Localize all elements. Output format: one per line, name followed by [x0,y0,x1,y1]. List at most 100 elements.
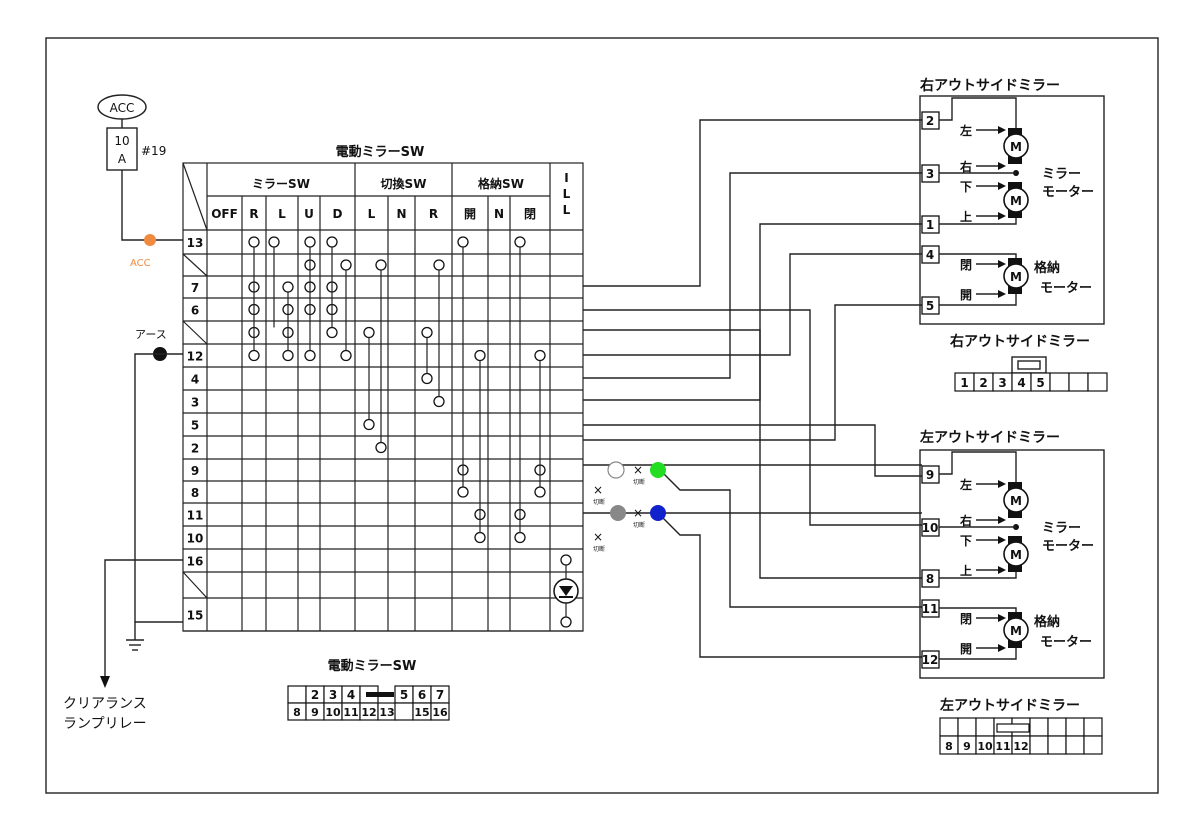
acc-label: ACC [110,101,135,115]
motor2-label-b: モーター [1040,281,1092,296]
connector-dot-grey [610,505,626,521]
arrow-label-2: 下 [960,180,972,194]
switch-col-0-0: OFF [211,207,238,221]
switch-col-0-1: R [249,207,258,221]
sconn-top-pin-7: 7 [436,688,444,702]
lconn-latch [996,723,1030,733]
contact-36 [534,486,546,498]
lconn-top-1 [957,717,977,737]
lconn-top-5 [1029,717,1049,737]
right-connector-title: 右アウトサイドミラー [949,333,1090,350]
switch-group-2: 格納SW [478,176,524,191]
contact-25 [304,349,316,362]
contact-28 [534,349,546,362]
diagram-frame [45,37,1159,794]
contact-8 [375,259,387,271]
motor1-label-b: モーター [1042,185,1094,200]
lconn-top-0 [939,717,959,737]
motor-letter-1: M [1010,194,1022,208]
motor-icon-0 [1003,487,1029,513]
lconn-pin-8: 8 [945,740,953,753]
switch-col-1-2: R [429,207,438,221]
arrow-label-5: 開 [960,642,972,656]
lconn-pin-11: 11 [995,740,1010,753]
sconn-bot-8 [430,702,450,721]
arrow-label-0: 左 [959,123,972,138]
switch-row-2: 2 [191,442,199,456]
rconn-pin-3: 3 [998,376,1006,390]
pin-label-5: 5 [926,299,934,313]
ill-contact-top [560,554,572,566]
earth-label: アース [135,328,167,341]
sconn-latch [366,692,394,697]
rconn-cell-6 [1068,372,1089,392]
pin-label-8: 8 [926,572,934,586]
acc-junction [144,234,156,246]
contact-20 [326,326,338,339]
contact-26 [340,349,352,362]
pin-label-10: 10 [922,521,939,535]
relay-arrow-icon [100,676,110,688]
motor-letter-2: M [1010,624,1022,638]
arrow-head-4 [998,614,1006,622]
arrow-head-1 [998,516,1006,524]
left-connector-title: 左アウトサイドミラー [939,697,1080,714]
arrow-head-4 [998,260,1006,268]
ill-diode-icon [559,586,573,596]
contact-40 [514,531,526,544]
sconn-bot-pin-10: 10 [325,706,341,719]
motor-icon-2 [1003,617,1029,643]
clearance-relay-line1: クリアランス [63,696,147,712]
arrow-label-1: 右 [959,513,972,528]
motor-letter-2: M [1010,270,1022,284]
sconn-top-pin-3: 3 [329,688,337,702]
motor-icon-1 [1003,187,1029,213]
switch-row-16: 16 [187,555,204,569]
switch-col-2-0: 開 [464,207,476,221]
acc-junction-label: ACC [130,258,151,269]
right-mirror-box [919,95,1105,325]
contact-7 [340,259,352,271]
cut-mark-4: × [593,530,603,544]
switch-col-2-2: 閉 [524,207,536,221]
switch-table-border [182,162,584,632]
pin-label-1: 1 [926,218,934,232]
arrow-label-2: 下 [960,534,972,548]
contact-32 [375,441,387,454]
switch-row-5: 5 [191,419,199,433]
sconn-bot-pin-13: 13 [379,706,394,719]
sconn-bot-pin-8: 8 [293,706,301,719]
cut-label-3: 切断 [593,498,605,506]
pin-label-4: 4 [926,248,934,262]
rconn-cell-5 [1049,372,1070,392]
lconn-bot-6 [1047,735,1067,755]
sconn-top-pin-4: 4 [347,688,355,702]
switch-col-0-2: L [278,207,286,221]
switch-col-0-4: D [333,207,343,221]
cut-mark-3: × [593,483,603,497]
lconn-top-2 [975,717,995,737]
cut-mark-1: × [633,463,643,477]
motor2-label-a: 格納 [1034,614,1060,630]
switch-group-ill-2: L [563,203,571,217]
right-mirror-title: 右アウトサイドミラー [919,77,1060,94]
lconn-bot-5 [1029,735,1049,755]
lconn-pin-12: 12 [1013,740,1028,753]
arrow-head-1 [998,162,1006,170]
rconn-cell-7 [1087,372,1108,392]
connector-dot-blue [650,505,666,521]
sconn-top-pin-2: 2 [311,688,319,702]
motor-letter-0: M [1010,140,1022,154]
sconn-bot-pin-12: 12 [361,706,376,719]
row-diagonal [182,320,208,345]
contact-30 [433,395,445,408]
contact-9 [433,259,445,271]
arrow-head-3 [998,212,1006,220]
left-mirror-box [919,449,1105,679]
arrow-label-3: 上 [960,563,972,578]
